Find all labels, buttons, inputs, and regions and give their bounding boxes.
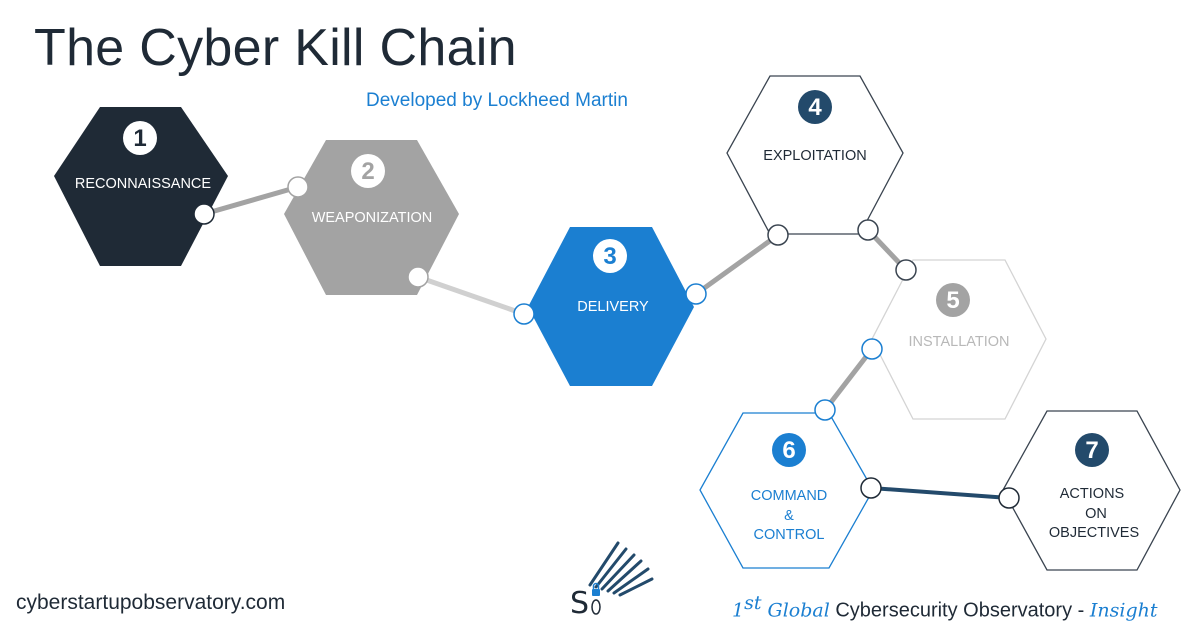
observatory-logo-icon: S bbox=[566, 541, 656, 624]
step-1-hexagon bbox=[54, 107, 228, 266]
step-5-installation: 5 INSTALLATION bbox=[871, 259, 1047, 420]
step-6-label-line-1: COMMAND bbox=[751, 488, 828, 504]
node-1-out bbox=[193, 203, 215, 225]
connector-6-7 bbox=[870, 486, 1010, 500]
step-7-number-circle bbox=[1075, 433, 1109, 467]
connector-1-2 bbox=[203, 184, 299, 217]
step-4-number: 4 bbox=[808, 94, 822, 121]
page-subtitle: Developed by Lockheed Martin bbox=[366, 90, 628, 111]
step-7-number: 7 bbox=[1085, 437, 1098, 464]
tagline-dash: - bbox=[1077, 599, 1090, 622]
step-1-number: 1 bbox=[133, 125, 146, 152]
node-3-in bbox=[513, 303, 535, 325]
step-1-number-circle bbox=[123, 121, 157, 155]
step-3-label: DELIVERY bbox=[577, 299, 649, 315]
step-6-number: 6 bbox=[782, 437, 795, 464]
step-6-number-circle bbox=[772, 433, 806, 467]
footer-tagline: 1st Global Cybersecurity Observatory - I… bbox=[732, 592, 1157, 623]
tagline-ordinal-suffix: st bbox=[744, 592, 762, 614]
step-6-label-line-3: CONTROL bbox=[754, 527, 825, 543]
node-6-in bbox=[814, 399, 836, 421]
node-6-out bbox=[860, 477, 882, 499]
node-5-in bbox=[895, 259, 917, 281]
step-7-label-line-3: OBJECTIVES bbox=[1049, 525, 1139, 541]
node-2-in bbox=[287, 176, 309, 198]
step-2-label: WEAPONIZATION bbox=[312, 210, 433, 226]
tagline-global: Global bbox=[761, 599, 830, 622]
step-2-hexagon bbox=[284, 140, 459, 295]
step-2-number: 2 bbox=[361, 158, 374, 185]
tagline-main: Cybersecurity Observatory bbox=[829, 599, 1078, 622]
connector-2-3 bbox=[417, 274, 525, 317]
step-5-number: 5 bbox=[946, 287, 959, 314]
step-1-label: RECONNAISSANCE bbox=[75, 176, 211, 192]
step-4-number-circle bbox=[798, 90, 832, 124]
page-title: The Cyber Kill Chain bbox=[34, 19, 517, 77]
step-4-label: EXPLOITATION bbox=[763, 148, 866, 164]
connector-5-6 bbox=[823, 347, 874, 412]
node-7-in bbox=[998, 487, 1020, 509]
step-3-number: 3 bbox=[603, 243, 616, 270]
node-4-out bbox=[857, 219, 879, 241]
step-3-delivery: 3 DELIVERY bbox=[528, 227, 694, 386]
node-2-out bbox=[407, 266, 429, 288]
step-3-number-circle bbox=[593, 239, 627, 273]
step-6-command-control: 6 COMMAND & CONTROL bbox=[699, 412, 874, 569]
step-7-label-line-2: ON bbox=[1085, 506, 1107, 522]
step-6-label-line-2: & bbox=[784, 508, 794, 524]
step-1-reconnaissance: 1 RECONNAISSANCE bbox=[54, 107, 228, 266]
node-5-out bbox=[861, 338, 883, 360]
tagline-insight: Insight bbox=[1089, 599, 1158, 622]
step-3-hexagon bbox=[528, 227, 694, 386]
connector-3-4 bbox=[694, 232, 780, 297]
step-5-number-circle bbox=[936, 283, 970, 317]
footer-website: cyberstartupobservatory.com bbox=[16, 591, 286, 614]
tagline-ordinal: 1 bbox=[732, 599, 745, 622]
svg-text:S: S bbox=[570, 586, 589, 619]
step-4-exploitation: 4 EXPLOITATION bbox=[726, 75, 904, 235]
step-5-label: INSTALLATION bbox=[909, 334, 1010, 350]
step-2-weaponization: 2 WEAPONIZATION bbox=[284, 140, 459, 295]
step-7-actions-on-objectives: 7 ACTIONS ON OBJECTIVES bbox=[1002, 410, 1181, 571]
step-7-label-line-1: ACTIONS bbox=[1060, 486, 1124, 502]
node-3-out bbox=[685, 283, 707, 305]
step-2-number-circle bbox=[351, 154, 385, 188]
node-4-in bbox=[767, 224, 789, 246]
